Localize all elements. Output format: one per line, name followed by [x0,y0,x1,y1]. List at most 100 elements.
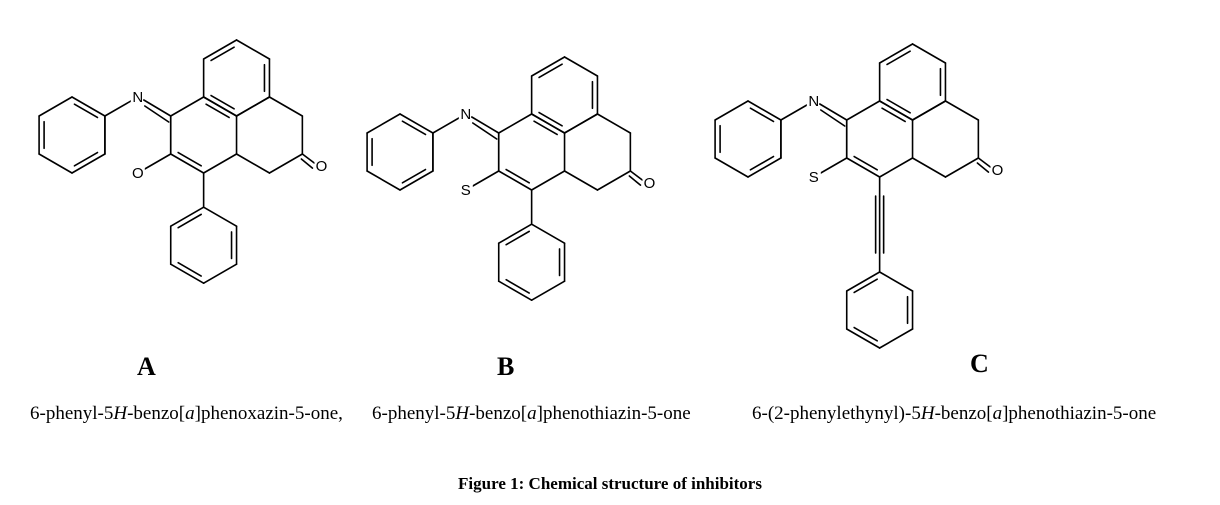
double-bond [144,105,170,123]
double-bond [401,120,427,136]
ring-bond [944,100,980,121]
ring-bond [845,100,881,121]
ring-bond [202,96,238,117]
structure-b-nitrogen-label-bg [458,105,473,122]
double-bond [210,46,235,62]
ring-bond [845,271,881,292]
double-bond [472,122,498,140]
double-bond [886,98,911,114]
ring-bond [169,153,205,174]
double-bond [73,151,99,167]
ring-bond [530,223,566,244]
structure-c-nitrogen-label-bg [806,92,821,109]
structure-c-oxygen-label-bg [990,161,1005,179]
structure-a-oxygen-label: O [316,158,328,175]
ring-bond [497,280,533,302]
double-bond [177,261,202,277]
ring-bond [268,96,304,117]
ring-bond [38,153,73,174]
structure-b-oxygen-label: O [644,175,656,192]
double-bond [177,213,202,229]
structure-b-heteroatom-label: S [461,182,471,199]
ring-bond [819,103,848,121]
ring-bond [235,153,271,174]
structure-a-nitrogen-label: N [132,89,143,106]
structure-a-heteroatom-label: O [132,165,144,182]
structure-a-name: 6-phenyl-5H-benzo[a]phenoxazin-5-one, [30,403,343,424]
ring-bond [202,153,238,174]
double-bond [853,155,878,171]
structure-b-name: 6-phenyl-5H-benzo[a]phenothiazin-5-one [372,403,691,424]
ring-bond [399,170,434,191]
ring-bond [366,113,401,134]
structure-c-oxygen-label: O [992,162,1004,179]
ring-bond [471,116,500,134]
structure-c-heteroatom-label-bg [806,168,821,185]
ring-bond [878,328,914,349]
ring-bond [71,153,106,174]
double-bond [210,94,235,110]
double-bond [538,111,563,127]
ring-bond [202,206,238,227]
ring-bond [497,113,533,134]
ring-bond [235,96,271,117]
carbonyl-bond [976,162,990,173]
structure-b-oxygen-label-bg [642,174,657,192]
ring-bond [563,56,599,77]
ring-bond [530,113,566,134]
ring-bond [911,157,947,178]
ring-bond [845,157,881,178]
ring-bond [530,170,566,191]
double-bond [886,50,911,66]
double-bond [853,278,878,294]
structure-c-nitrogen-label: N [808,93,819,110]
double-bond [177,151,202,167]
ring-bond [71,96,106,117]
carbonyl-bond [977,157,992,168]
ring-bond [878,43,914,64]
structure-a-heteroatom-label-bg [130,164,145,181]
ring-bond [143,99,172,117]
ring-bond [911,100,947,121]
ring-bond [596,113,632,134]
ring-bond [530,56,566,77]
ring-bond [497,223,533,244]
double-bond [853,326,878,342]
ring-bond [911,43,947,64]
ring-bond [202,263,238,285]
carbonyl-bond [301,153,316,164]
structure-a-letter: A [137,352,156,381]
ring-bond [169,206,205,227]
ring-bond [878,271,914,292]
ring-bond [944,157,980,178]
figure-caption: Figure 1: Chemical structure of inhibito… [458,474,762,493]
structure-b-letter: B [497,352,515,381]
double-bond [73,103,99,119]
ring-bond [530,280,566,302]
ring-bond [169,263,205,285]
double-bond [538,63,563,79]
double-bond [533,120,558,136]
structure-b-heteroatom-label-bg [458,181,473,198]
ring-bond [747,100,782,121]
ring-bond [38,96,73,117]
ring-bond [878,157,914,178]
carbonyl-bond [629,170,644,181]
double-bond [749,155,775,171]
double-bond [205,103,230,119]
ring-bond [202,39,238,60]
ring-bond [268,153,304,174]
ring-bond [366,170,401,191]
ring-bond [497,170,533,191]
ring-bond [714,157,749,178]
carbonyl-bond [300,158,314,169]
ring-bond [714,100,749,121]
structure-a-oxygen-label-bg [314,157,329,175]
ring-bond [563,113,599,134]
structure-a-nitrogen-label-bg [130,88,145,105]
double-bond [505,168,530,184]
double-bond [401,168,427,184]
double-bond [881,107,906,123]
structure-c-letter: C [970,349,989,378]
ring-bond [845,328,881,349]
